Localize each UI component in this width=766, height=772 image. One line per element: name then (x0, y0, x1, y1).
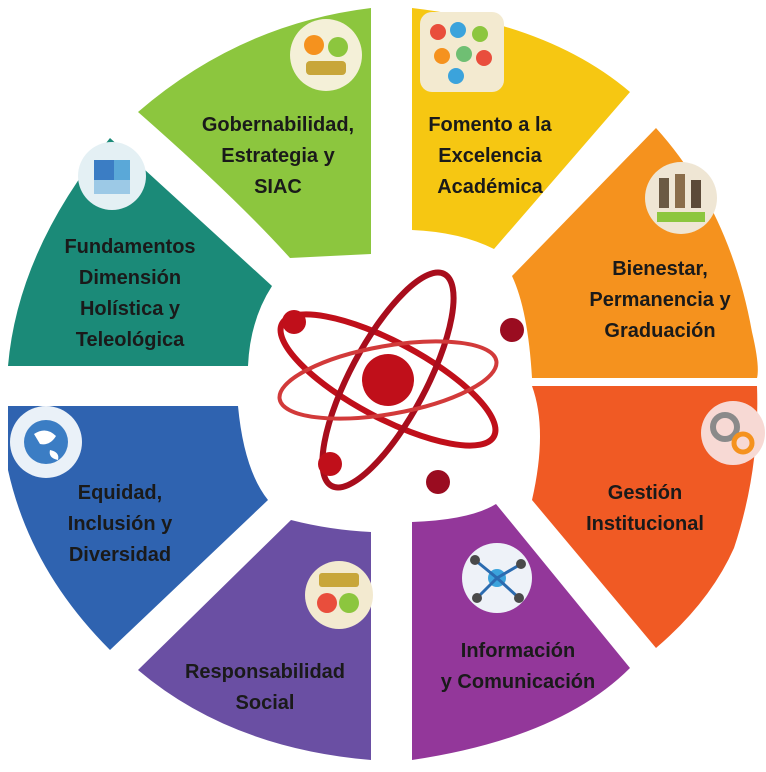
community-icon (305, 561, 373, 629)
label-line: Permanencia y (589, 289, 731, 311)
network-icon (462, 543, 532, 613)
label-line: Institucional (586, 513, 704, 535)
label-line: Fundamentos (64, 236, 196, 258)
label-line: Académica (437, 176, 543, 198)
label-line: Estrategia y (221, 145, 335, 167)
label-gestion: Gestión Institucional (565, 478, 725, 540)
label-line: Gestión (607, 482, 683, 504)
atom-icon (277, 269, 524, 494)
label-line: Holística y (79, 298, 181, 320)
label-fundamentos: Fundamentos Dimensión Holística y Teleol… (30, 232, 230, 356)
segment-gestion (532, 386, 758, 648)
segment-equidad (8, 406, 268, 650)
label-line: Dimensión (78, 267, 182, 289)
label-line: Graduación (604, 320, 716, 342)
puzzle-globe-icon (78, 142, 146, 210)
label-bienestar: Bienestar, Permanencia y Graduación (570, 254, 750, 347)
label-line: SIAC (254, 176, 302, 198)
gears-icon (701, 401, 765, 465)
label-informacion: Información y Comunicación (420, 636, 616, 698)
label-line: Inclusión y (67, 513, 173, 535)
label-fomento: Fomento a la Excelencia Académica (410, 110, 570, 203)
label-line: Responsabilidad (184, 661, 346, 683)
colorful-circles-icon (420, 12, 504, 92)
label-line: Información (460, 640, 576, 662)
label-line: Bienestar, (612, 258, 708, 280)
label-responsabilidad: Responsabilidad Social (170, 657, 360, 719)
label-gobernabilidad: Gobernabilidad, Estrategia y SIAC (188, 110, 368, 203)
label-line: Gobernabilidad, (201, 114, 355, 136)
label-line: Social (235, 692, 295, 714)
label-line: Teleológica (75, 329, 185, 351)
segment-fundamentos (8, 138, 272, 366)
people-group-icon (645, 162, 717, 234)
label-line: Diversidad (68, 544, 172, 566)
puzzle-people-icon (290, 19, 362, 91)
label-line: Fomento a la (428, 114, 552, 136)
label-line: Equidad, (77, 482, 163, 504)
label-line: Excelencia (438, 145, 542, 167)
label-line: y Comunicación (440, 671, 596, 693)
label-equidad: Equidad, Inclusión y Diversidad (40, 478, 200, 571)
globe-icon (10, 406, 82, 478)
